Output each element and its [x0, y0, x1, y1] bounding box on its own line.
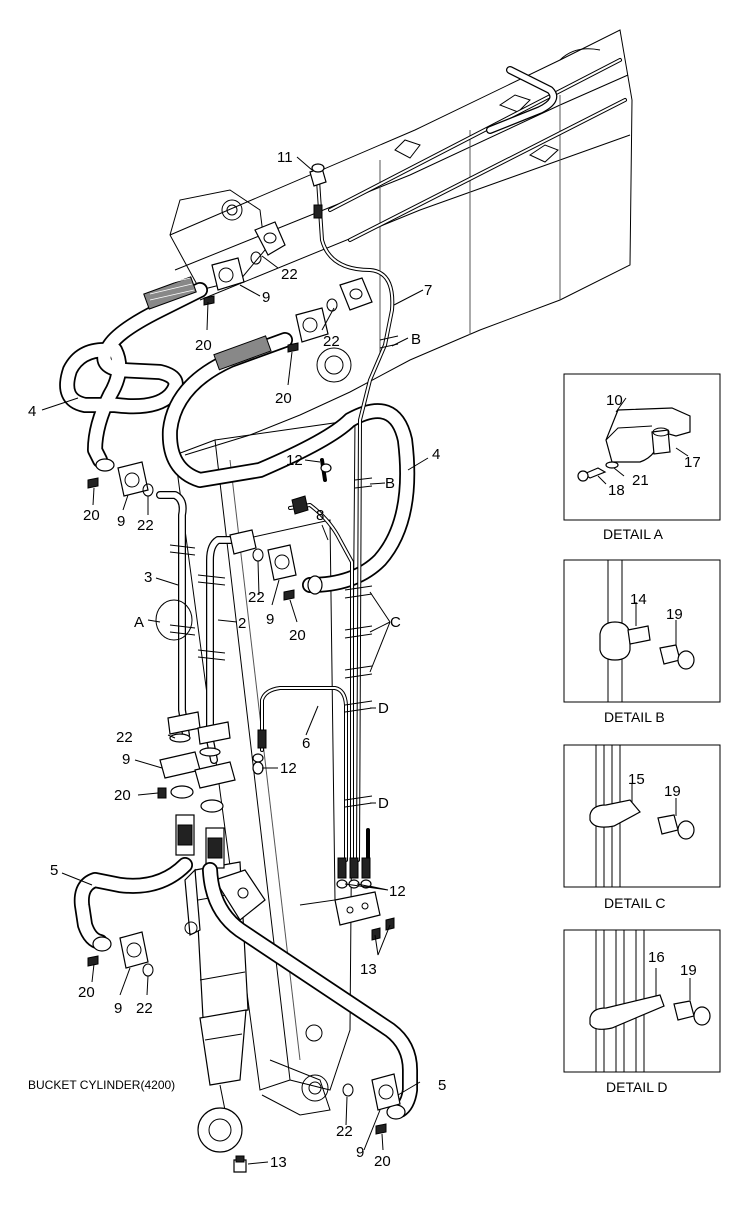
leader-lines — [41, 156, 429, 1165]
callout-22: 22 — [281, 266, 298, 283]
callout-22: 22 — [336, 1123, 353, 1140]
callout-9: 9 — [356, 1144, 364, 1161]
pipes-5 — [73, 857, 418, 1120]
detail-a-panel: 10 17 18 21 DETAIL A — [563, 373, 721, 542]
hoses-4 — [59, 276, 416, 595]
callout-b: B — [411, 331, 421, 348]
detail-a-callout-18: 18 — [608, 482, 625, 499]
callout-labels: 11 22 9 7 22 20 B 20 4 12 4 B 20 9 22 8 … — [28, 149, 446, 1171]
diagram-caption: BUCKET CYLINDER(4200) — [28, 1078, 175, 1092]
callout-c: C — [390, 614, 401, 631]
callout-6: 6 — [302, 735, 310, 752]
detail-d-callout-19: 19 — [680, 962, 697, 979]
bucket-cylinder — [175, 814, 266, 1173]
detail-a-callout-10: 10 — [606, 392, 623, 409]
detail-d-panel: 16 19 DETAIL D — [563, 929, 721, 1095]
pipes-6-7-8 — [257, 163, 399, 879]
callout-12: 12 — [286, 452, 303, 469]
callout-4: 4 — [28, 403, 36, 420]
callout-9: 9 — [117, 513, 125, 530]
callout-9: 9 — [114, 1000, 122, 1017]
callout-20: 20 — [78, 984, 95, 1001]
detail-a-callout-21: 21 — [632, 472, 649, 489]
detail-b-panel: 14 19 DETAIL B — [563, 559, 721, 725]
callout-13: 13 — [270, 1154, 287, 1171]
detail-a-callout-17: 17 — [684, 454, 701, 471]
callout-7: 7 — [424, 282, 432, 299]
detail-d-callout-16: 16 — [648, 949, 665, 966]
callout-a: A — [134, 614, 144, 631]
callout-b: B — [385, 475, 395, 492]
callout-5: 5 — [438, 1077, 446, 1094]
callout-13: 13 — [360, 961, 377, 978]
callout-20: 20 — [83, 507, 100, 524]
callout-12: 12 — [389, 883, 406, 900]
detail-c-callout-19: 19 — [664, 783, 681, 800]
callout-d: D — [378, 795, 389, 812]
callout-8: 8 — [316, 507, 324, 524]
detail-c-caption: DETAIL C — [604, 895, 665, 911]
flanges-middle — [87, 461, 297, 601]
detail-c-callout-15: 15 — [628, 771, 645, 788]
callout-22: 22 — [323, 333, 340, 350]
callout-22: 22 — [248, 589, 265, 606]
callout-11: 11 — [277, 149, 293, 166]
callout-9: 9 — [122, 751, 130, 768]
detail-a-caption: DETAIL A — [603, 526, 664, 542]
detail-c-panel: 15 19 DETAIL C — [563, 744, 721, 911]
callout-9: 9 — [266, 611, 274, 628]
callout-22: 22 — [136, 1000, 153, 1017]
callout-20: 20 — [289, 627, 306, 644]
detail-b-callout-14: 14 — [630, 591, 647, 608]
callout-12: 12 — [280, 760, 297, 777]
callout-4: 4 — [432, 446, 440, 463]
callout-22: 22 — [137, 517, 154, 534]
callout-20: 20 — [195, 337, 212, 354]
callout-3: 3 — [144, 569, 152, 586]
callout-2: 2 — [238, 615, 246, 632]
callout-20: 20 — [275, 390, 292, 407]
detail-b-caption: DETAIL B — [604, 709, 665, 725]
callout-d: D — [378, 700, 389, 717]
callout-5: 5 — [50, 862, 58, 879]
flanges-upper — [203, 221, 373, 353]
detail-b-callout-19: 19 — [666, 606, 683, 623]
detail-d-caption: DETAIL D — [606, 1079, 667, 1095]
callout-20: 20 — [374, 1153, 391, 1170]
flanges-lower — [87, 463, 401, 1135]
callout-22: 22 — [116, 729, 133, 746]
callout-20: 20 — [114, 787, 131, 804]
boom-body — [169, 29, 633, 456]
pipes-2-3 — [155, 491, 244, 813]
callout-9: 9 — [262, 289, 270, 306]
